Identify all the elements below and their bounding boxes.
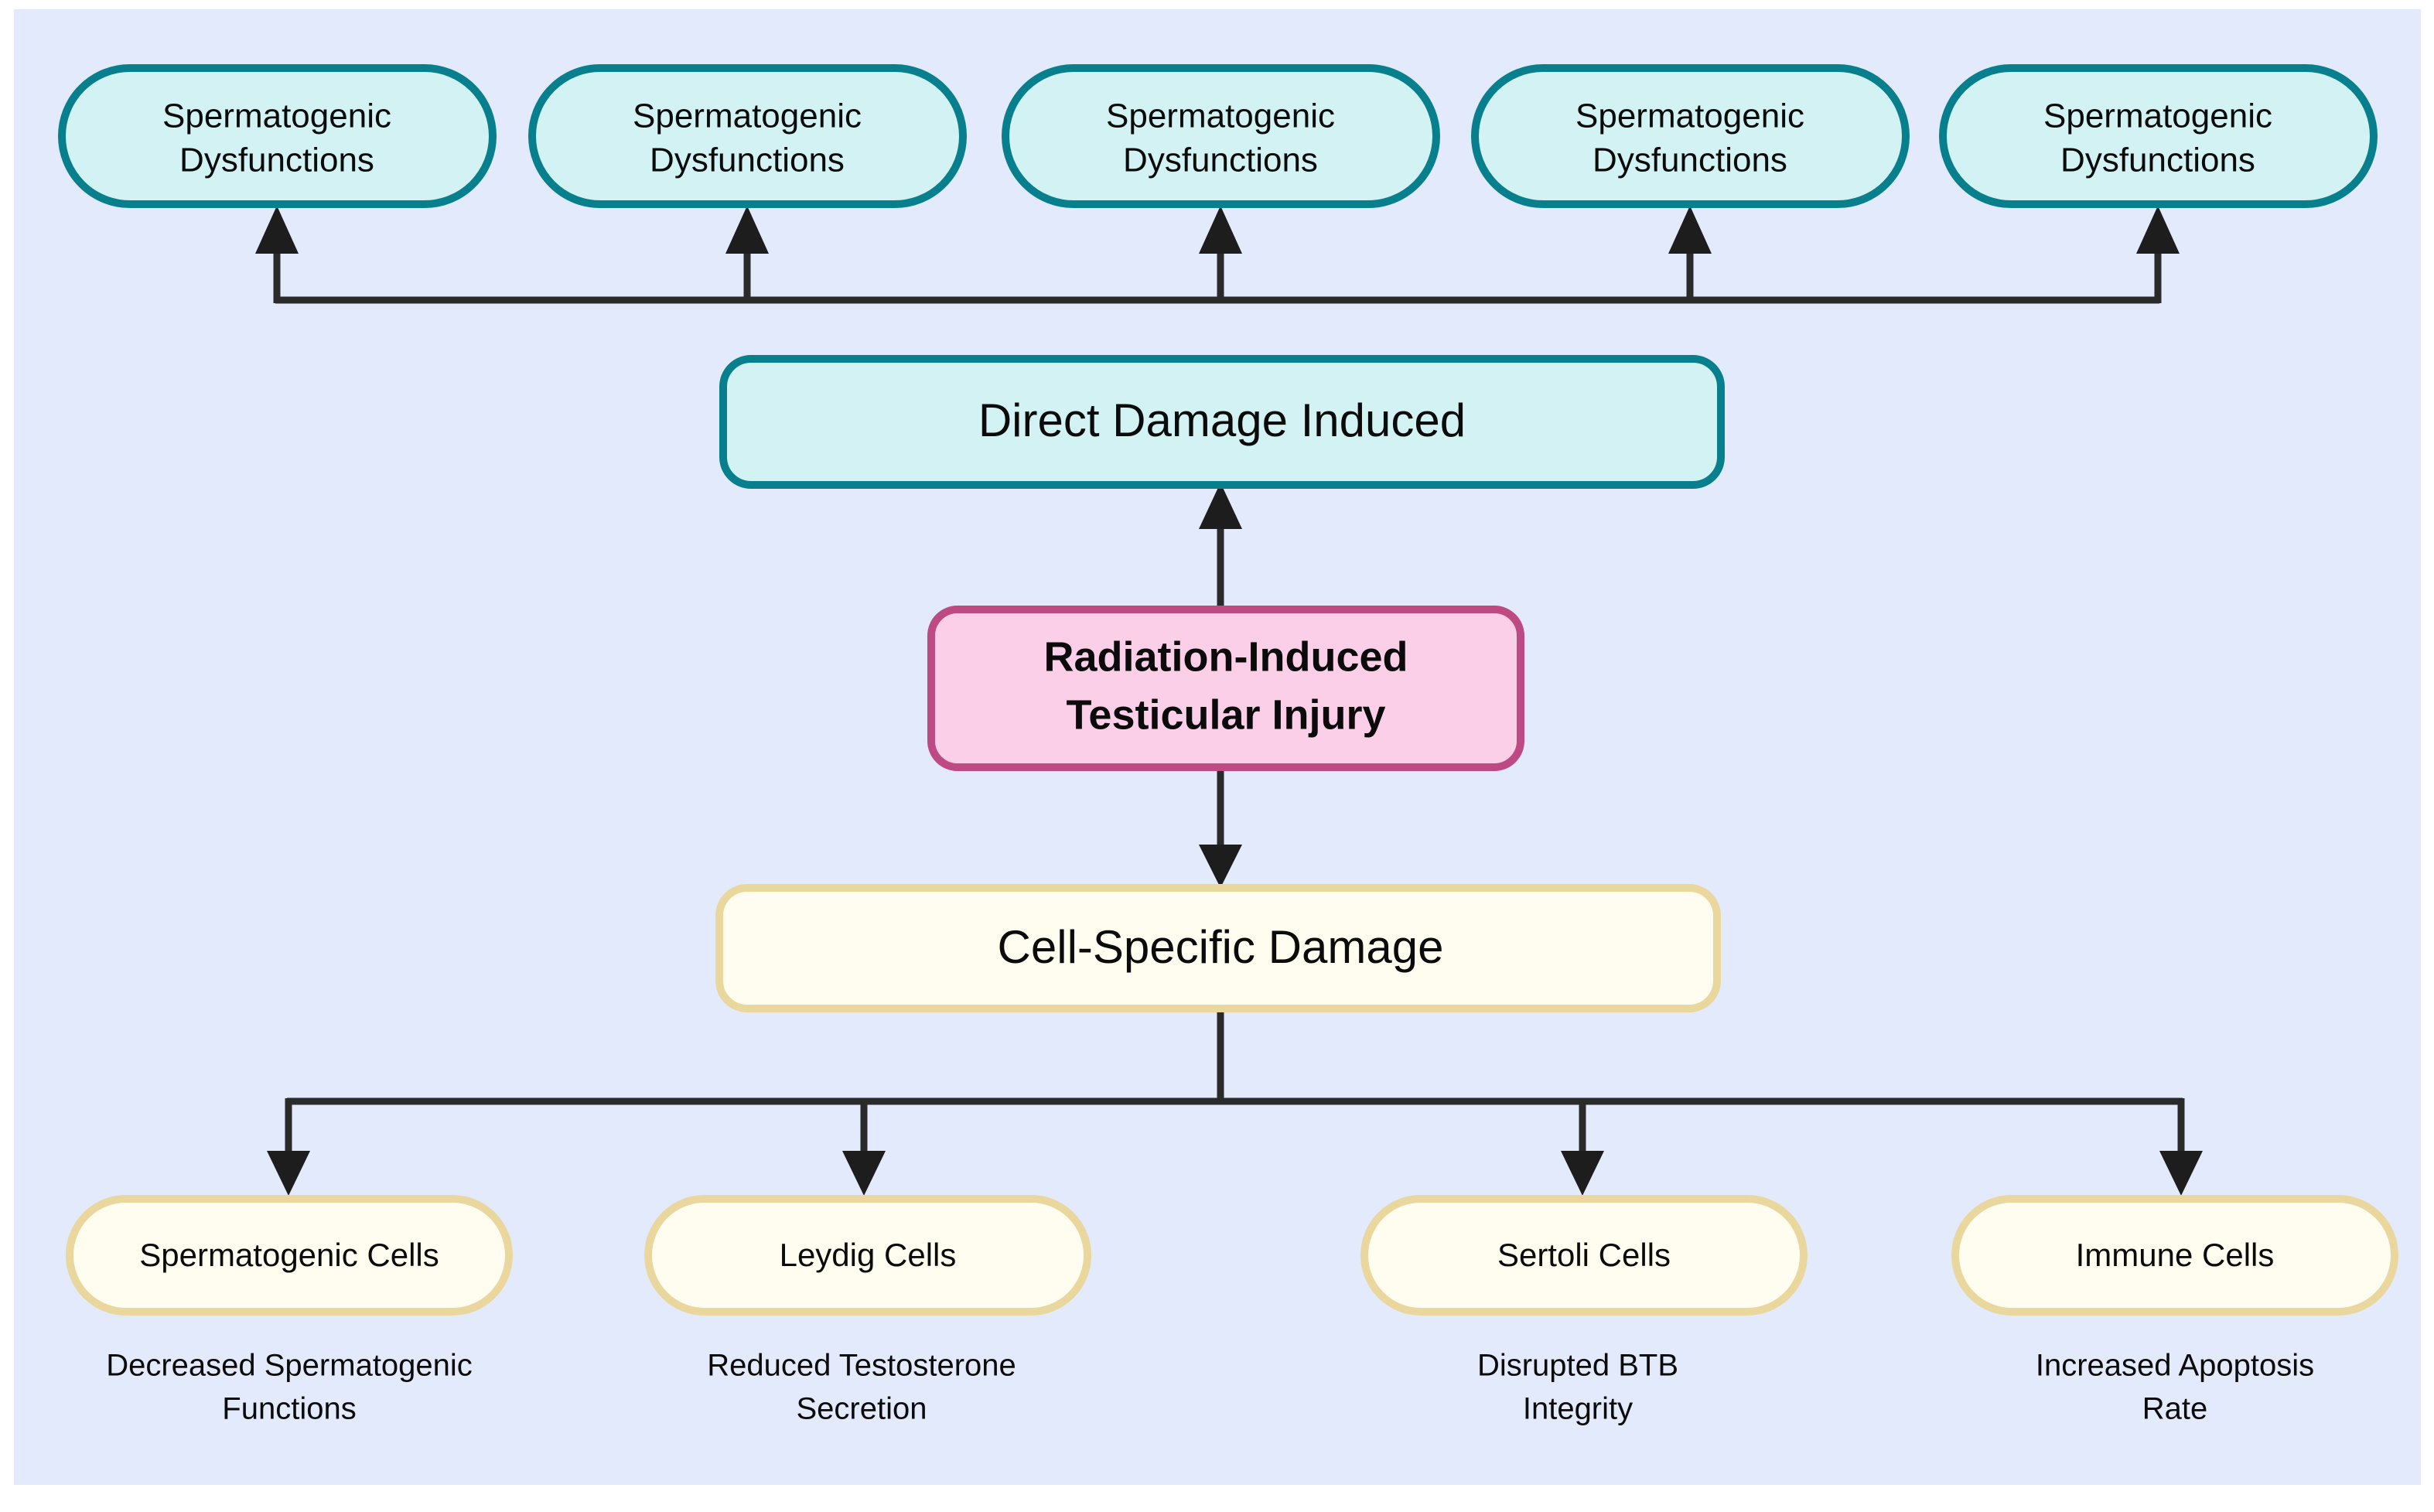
cell-caption-immune-line1: Increased Apoptosis xyxy=(2036,1349,2314,1383)
stage-node-cell-specific-damage-shape[interactable] xyxy=(715,884,1721,1012)
arrowhead-outcome-2 xyxy=(725,206,769,254)
outcome-node-4-shape[interactable] xyxy=(1471,64,1910,208)
arrowhead-outcome-4 xyxy=(1668,206,1712,254)
outcome-node-2-line1: Spermatogenic xyxy=(633,97,862,135)
cell-node-spermatogenic-shape[interactable] xyxy=(66,1195,513,1316)
stage-node-direct-damage[interactable]: Direct Damage Induced xyxy=(719,355,1725,489)
cell-node-spermatogenic[interactable]: Spermatogenic Cells Decreased Spermatoge… xyxy=(66,1195,513,1426)
stage-node-direct-damage-label: Direct Damage Induced xyxy=(978,394,1466,446)
cell-node-leydig-shape[interactable] xyxy=(644,1195,1091,1316)
outcome-node-1-line2: Dysfunctions xyxy=(179,142,374,179)
cell-caption-leydig-line2: Secretion xyxy=(797,1392,927,1426)
outcome-node-5-shape[interactable] xyxy=(1939,64,2378,208)
outcome-node-3-shape[interactable] xyxy=(1002,64,1440,208)
stage-node-cell-specific-damage-label: Cell-Specific Damage xyxy=(998,921,1444,973)
arrowhead-upper-stage xyxy=(1199,483,1242,529)
arrowhead-lower-stage xyxy=(1199,845,1242,888)
outcome-node-5-line1: Spermatogenic xyxy=(2043,97,2272,135)
cell-caption-spermatogenic-line2: Functions xyxy=(222,1392,356,1426)
stage-node-direct-damage-shape[interactable] xyxy=(719,355,1725,489)
outcome-node-3[interactable]: Spermatogenic Dysfunctions xyxy=(1002,64,1440,208)
outcome-node-4[interactable]: Spermatogenic Dysfunctions xyxy=(1471,64,1910,208)
center-node-radiation-injury[interactable]: Radiation-Induced Testicular Injury xyxy=(927,606,1524,771)
arrowhead-outcome-1 xyxy=(255,206,299,254)
arrowhead-cell-1 xyxy=(267,1151,310,1196)
outcome-node-2[interactable]: Spermatogenic Dysfunctions xyxy=(528,64,967,208)
outcome-node-1[interactable]: Spermatogenic Dysfunctions xyxy=(58,64,497,208)
outcome-node-5[interactable]: Spermatogenic Dysfunctions xyxy=(1939,64,2378,208)
outcome-node-1-line1: Spermatogenic xyxy=(162,97,391,135)
cell-node-immune-label: Immune Cells xyxy=(2076,1237,2275,1273)
arrowhead-cell-4 xyxy=(2159,1151,2203,1196)
outcome-node-3-line1: Spermatogenic xyxy=(1106,97,1335,135)
outcome-node-1-shape[interactable] xyxy=(58,64,497,208)
edges-upper-group xyxy=(255,206,2180,304)
edges-lower-group xyxy=(267,1009,2203,1196)
stage-node-cell-specific-damage[interactable]: Cell-Specific Damage xyxy=(715,884,1721,1012)
cell-node-sertoli-label: Sertoli Cells xyxy=(1497,1237,1671,1273)
center-node-shape[interactable] xyxy=(927,606,1524,771)
center-node-line1: Radiation-Induced xyxy=(1044,633,1408,680)
cell-node-immune-shape[interactable] xyxy=(1951,1195,2398,1316)
outcome-node-3-line2: Dysfunctions xyxy=(1123,142,1318,179)
cell-node-immune[interactable]: Immune Cells Increased Apoptosis Rate xyxy=(1951,1195,2398,1426)
arrowhead-cell-2 xyxy=(842,1151,886,1196)
outcome-node-2-shape[interactable] xyxy=(528,64,967,208)
cell-node-sertoli[interactable]: Sertoli Cells Disrupted BTB Integrity xyxy=(1360,1195,1808,1426)
cell-node-spermatogenic-label: Spermatogenic Cells xyxy=(139,1237,439,1273)
cell-node-leydig[interactable]: Leydig Cells Reduced Testosterone Secret… xyxy=(644,1195,1091,1426)
outcome-node-4-line2: Dysfunctions xyxy=(1593,142,1787,179)
arrowhead-outcome-5 xyxy=(2136,206,2180,254)
cell-node-leydig-label: Leydig Cells xyxy=(780,1237,957,1273)
cell-caption-immune-line2: Rate xyxy=(2142,1392,2208,1426)
cell-node-sertoli-shape[interactable] xyxy=(1360,1195,1808,1316)
outcome-node-4-line1: Spermatogenic xyxy=(1575,97,1804,135)
arrowhead-outcome-3 xyxy=(1199,206,1242,254)
cell-caption-sertoli-line2: Integrity xyxy=(1523,1392,1633,1426)
edge-center-to-upper-stage xyxy=(1199,483,1242,606)
cell-caption-spermatogenic-line1: Decreased Spermatogenic xyxy=(106,1349,473,1383)
outcome-node-2-line2: Dysfunctions xyxy=(650,142,845,179)
cell-caption-sertoli-line1: Disrupted BTB xyxy=(1477,1349,1678,1383)
center-node-line2: Testicular Injury xyxy=(1066,691,1385,738)
arrowhead-cell-3 xyxy=(1561,1151,1604,1196)
outcome-node-5-line2: Dysfunctions xyxy=(2060,142,2255,179)
edge-center-to-lower-stage xyxy=(1199,770,1242,888)
cell-caption-leydig-line1: Reduced Testosterone xyxy=(707,1349,1016,1383)
